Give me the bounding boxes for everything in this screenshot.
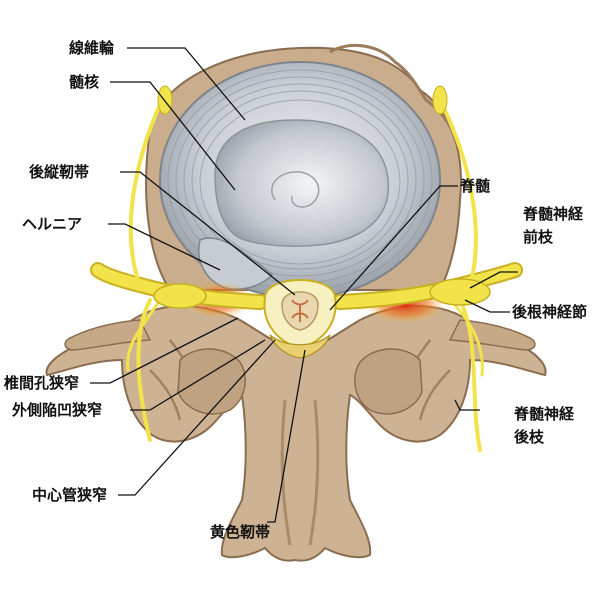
label-dorsal-root-ganglion: 後根神経節 (512, 303, 588, 321)
drg-right (429, 278, 491, 306)
transverse-process-left (64, 319, 152, 351)
label-spinal-nerve-dorsal-1: 脊髄神経 (514, 405, 575, 423)
cord-grey-matter (291, 299, 309, 322)
facet-joint-right (354, 348, 423, 415)
label-herniation: ヘルニア (22, 215, 83, 233)
ventral-ramus-tip-left (157, 85, 173, 115)
ventral-ramus-left (128, 98, 164, 288)
dorsal-ramus-left (136, 298, 152, 442)
ventral-ramus-tip-right (432, 85, 448, 115)
drg-left (153, 283, 207, 309)
nucleus-pulposus (214, 119, 389, 247)
label-central-canal-stenosis: 中心管狭窄 (32, 486, 108, 504)
label-spinal-cord: 脊髄 (460, 177, 491, 195)
label-nucleus-pulposus: 髄核 (69, 73, 100, 91)
leader-lines (90, 47, 518, 523)
herniation (198, 237, 274, 290)
nucleus-swirl (271, 171, 320, 208)
label-foraminal-stenosis: 椎間孔狭窄 (4, 374, 80, 392)
label-ligamentum-flavum: 黄色靭帯 (210, 523, 271, 541)
dorsal-ramus-right (458, 298, 482, 452)
label-lateral-recess-stenosis: 外側陥凹狭窄 (12, 401, 103, 419)
ventral-ramus-right (438, 98, 478, 288)
label-spinal-nerve-ventral-2: 前枝 (523, 228, 554, 246)
label-posterior-longitudinal-ligament: 後縦靭帯 (29, 163, 90, 181)
ligamentum-flavum-shape (269, 334, 331, 359)
label-annulus-fibrosus: 線維輪 (69, 39, 115, 57)
label-spinal-nerve-dorsal-2: 後枝 (514, 428, 545, 446)
body-rough-edge (329, 43, 457, 141)
label-spinal-nerve-ventral-1: 脊髄神経 (523, 205, 584, 223)
facet-joint-left (177, 348, 246, 415)
annulus-rings (167, 69, 433, 291)
